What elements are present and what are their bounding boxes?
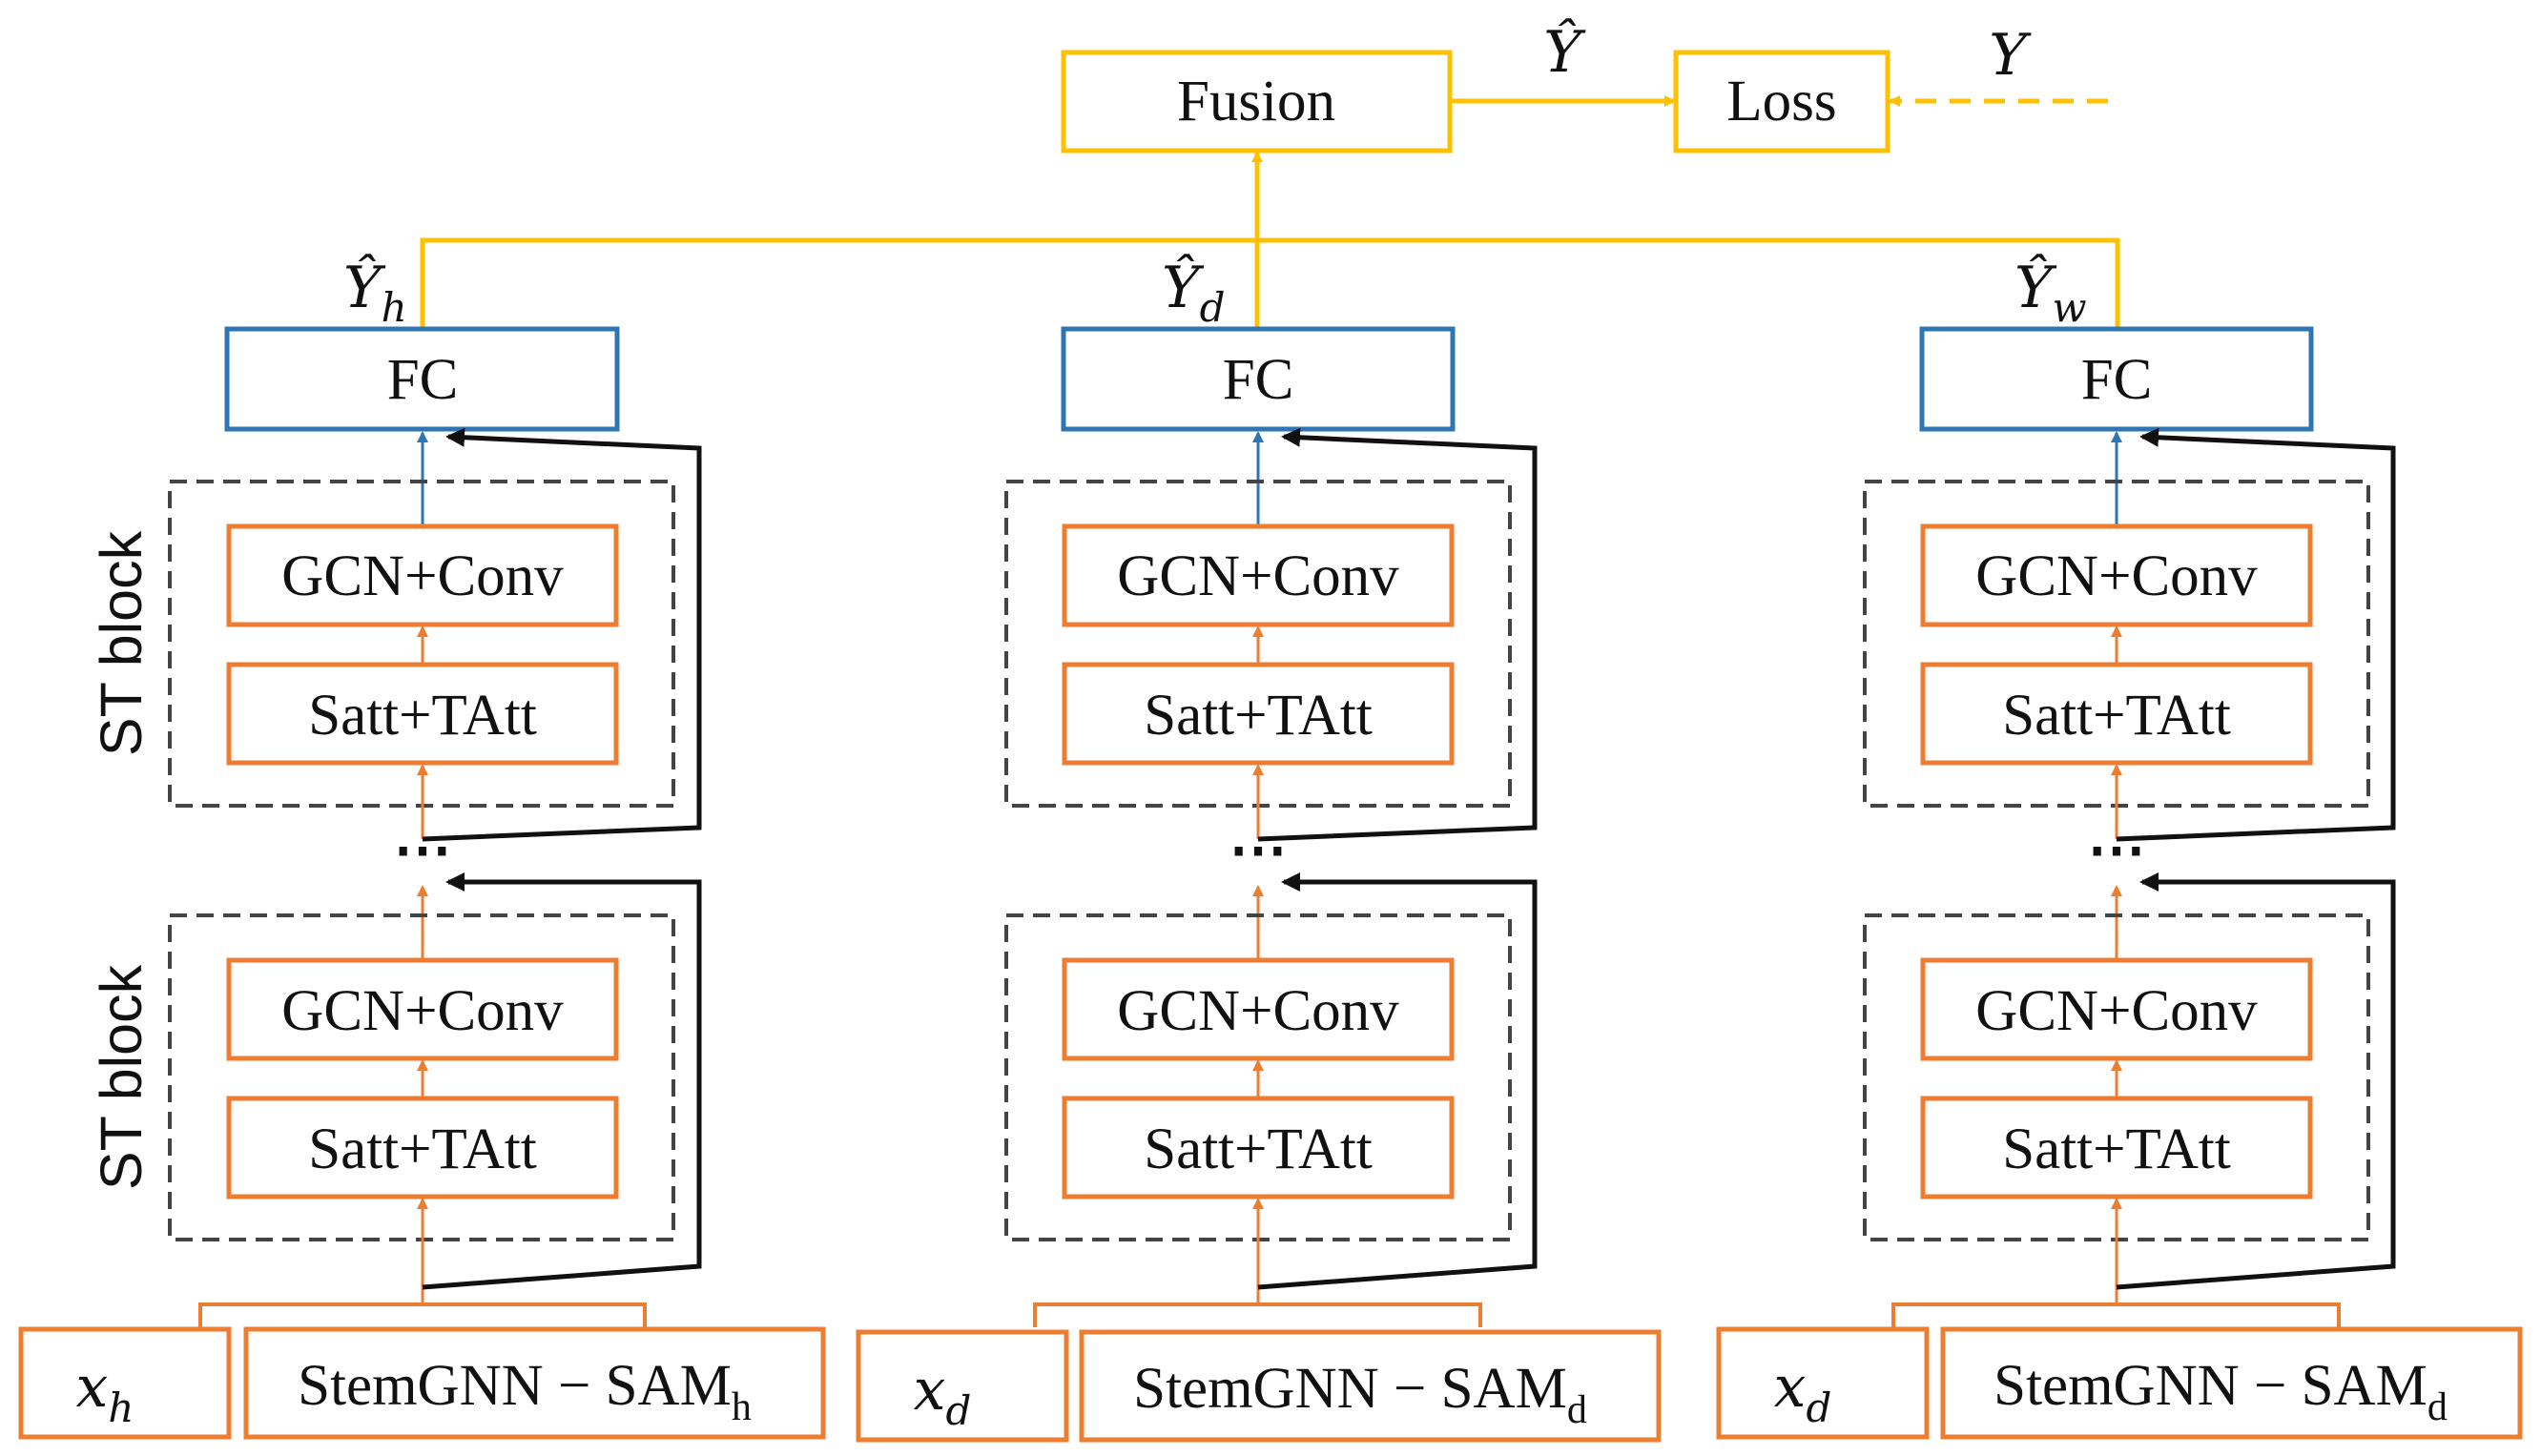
stemgnn-sam-label: StemGNN − SAMd xyxy=(1994,1354,2448,1429)
skip-connection-lower xyxy=(422,872,702,1290)
gcn-conv-label: GCN+Conv xyxy=(1117,544,1399,608)
gcn-conv-box xyxy=(1920,523,2313,627)
satt-tatt-box xyxy=(1062,1096,1455,1200)
fusion-label: Fusion xyxy=(1177,70,1335,133)
x-input-label: xh xyxy=(76,1354,134,1431)
satt-tatt-label: Satt+TAtt xyxy=(308,684,537,748)
y-label: Y xyxy=(1989,22,2032,89)
satt-tatt-box xyxy=(1920,1096,2313,1200)
column-3: Ŷw FC GCN+Conv Satt+TAtt ⋯ GCN+Conv Satt… xyxy=(1716,254,2523,1440)
stemgnn-sam-box xyxy=(1079,1329,1662,1443)
fc-box xyxy=(224,326,620,432)
skip-connection-upper xyxy=(1257,427,1538,842)
gcn-conv-label: GCN+Conv xyxy=(1975,979,2258,1043)
skip-connection-upper xyxy=(2116,427,2396,842)
ellipsis: ⋯ xyxy=(394,819,452,883)
ellipsis: ⋯ xyxy=(1229,819,1288,883)
stemgnn-sam-box xyxy=(243,1326,826,1440)
loss-box xyxy=(1673,50,1890,154)
gcn-conv-label: GCN+Conv xyxy=(1117,979,1399,1043)
stemgnn-sam-label: StemGNN − SAMd xyxy=(1133,1357,1587,1432)
yhat-d-label: Ŷd xyxy=(1162,254,1226,331)
fc-box xyxy=(1061,326,1456,432)
fc-box xyxy=(1919,326,2314,432)
stemgnn-sam-label: StemGNN − SAMh xyxy=(298,1354,752,1429)
satt-tatt-box xyxy=(226,1096,619,1200)
gcn-conv-label: GCN+Conv xyxy=(281,544,564,608)
satt-tatt-label: Satt+TAtt xyxy=(2002,684,2231,748)
x-input-label: xd xyxy=(914,1357,972,1434)
x-input-box xyxy=(18,1326,232,1440)
satt-tatt-label: Satt+TAtt xyxy=(308,1118,537,1181)
input-bracket xyxy=(1033,1302,1482,1327)
gcn-conv-box xyxy=(226,523,619,627)
x-input-label: xd xyxy=(1774,1354,1832,1431)
ellipsis: ⋯ xyxy=(2088,819,2146,883)
gcn-conv-label: GCN+Conv xyxy=(281,979,564,1043)
input-bracket xyxy=(1891,1302,2341,1327)
satt-tatt-box xyxy=(1920,662,2313,766)
stemgnn-sam-box xyxy=(1940,1326,2523,1440)
satt-tatt-label: Satt+TAtt xyxy=(1144,684,1373,748)
yhat-w-label: Ŷw xyxy=(2014,254,2087,331)
st-block-label-upper: ST block xyxy=(89,530,154,756)
satt-tatt-label: Satt+TAtt xyxy=(2002,1118,2231,1181)
fc-label: FC xyxy=(1223,348,1294,412)
top-section: Fusion Loss Ŷ Y xyxy=(420,18,2120,327)
st-block-label-lower: ST block xyxy=(89,964,154,1190)
yhat-h-label: Ŷh xyxy=(343,254,407,331)
x-input-box xyxy=(856,1329,1069,1443)
yhat-label: Ŷ xyxy=(1543,18,1586,86)
gcn-conv-box xyxy=(1062,957,1455,1061)
column-1: Ŷh FC ST block GCN+Conv Satt+TAtt ⋯ ST b… xyxy=(18,254,826,1440)
x-input-box xyxy=(1716,1326,1930,1440)
gcn-conv-box xyxy=(1920,957,2313,1061)
satt-tatt-box xyxy=(226,662,619,766)
input-bracket xyxy=(198,1302,647,1327)
loss-label: Loss xyxy=(1726,70,1836,133)
skip-connection-lower xyxy=(2116,872,2396,1290)
fc-label: FC xyxy=(2081,348,2153,412)
column-2: Ŷd FC GCN+Conv Satt+TAtt ⋯ GCN+Conv Satt… xyxy=(856,254,1662,1443)
skip-connection-lower xyxy=(1257,872,1538,1290)
satt-tatt-label: Satt+TAtt xyxy=(1144,1118,1373,1181)
gcn-conv-label: GCN+Conv xyxy=(1975,544,2258,608)
skip-connection-upper xyxy=(422,427,702,842)
fc-output-bus xyxy=(420,237,2120,327)
gcn-conv-box xyxy=(226,957,619,1061)
gcn-conv-box xyxy=(1062,523,1455,627)
satt-tatt-box xyxy=(1062,662,1455,766)
fc-label: FC xyxy=(387,348,459,412)
